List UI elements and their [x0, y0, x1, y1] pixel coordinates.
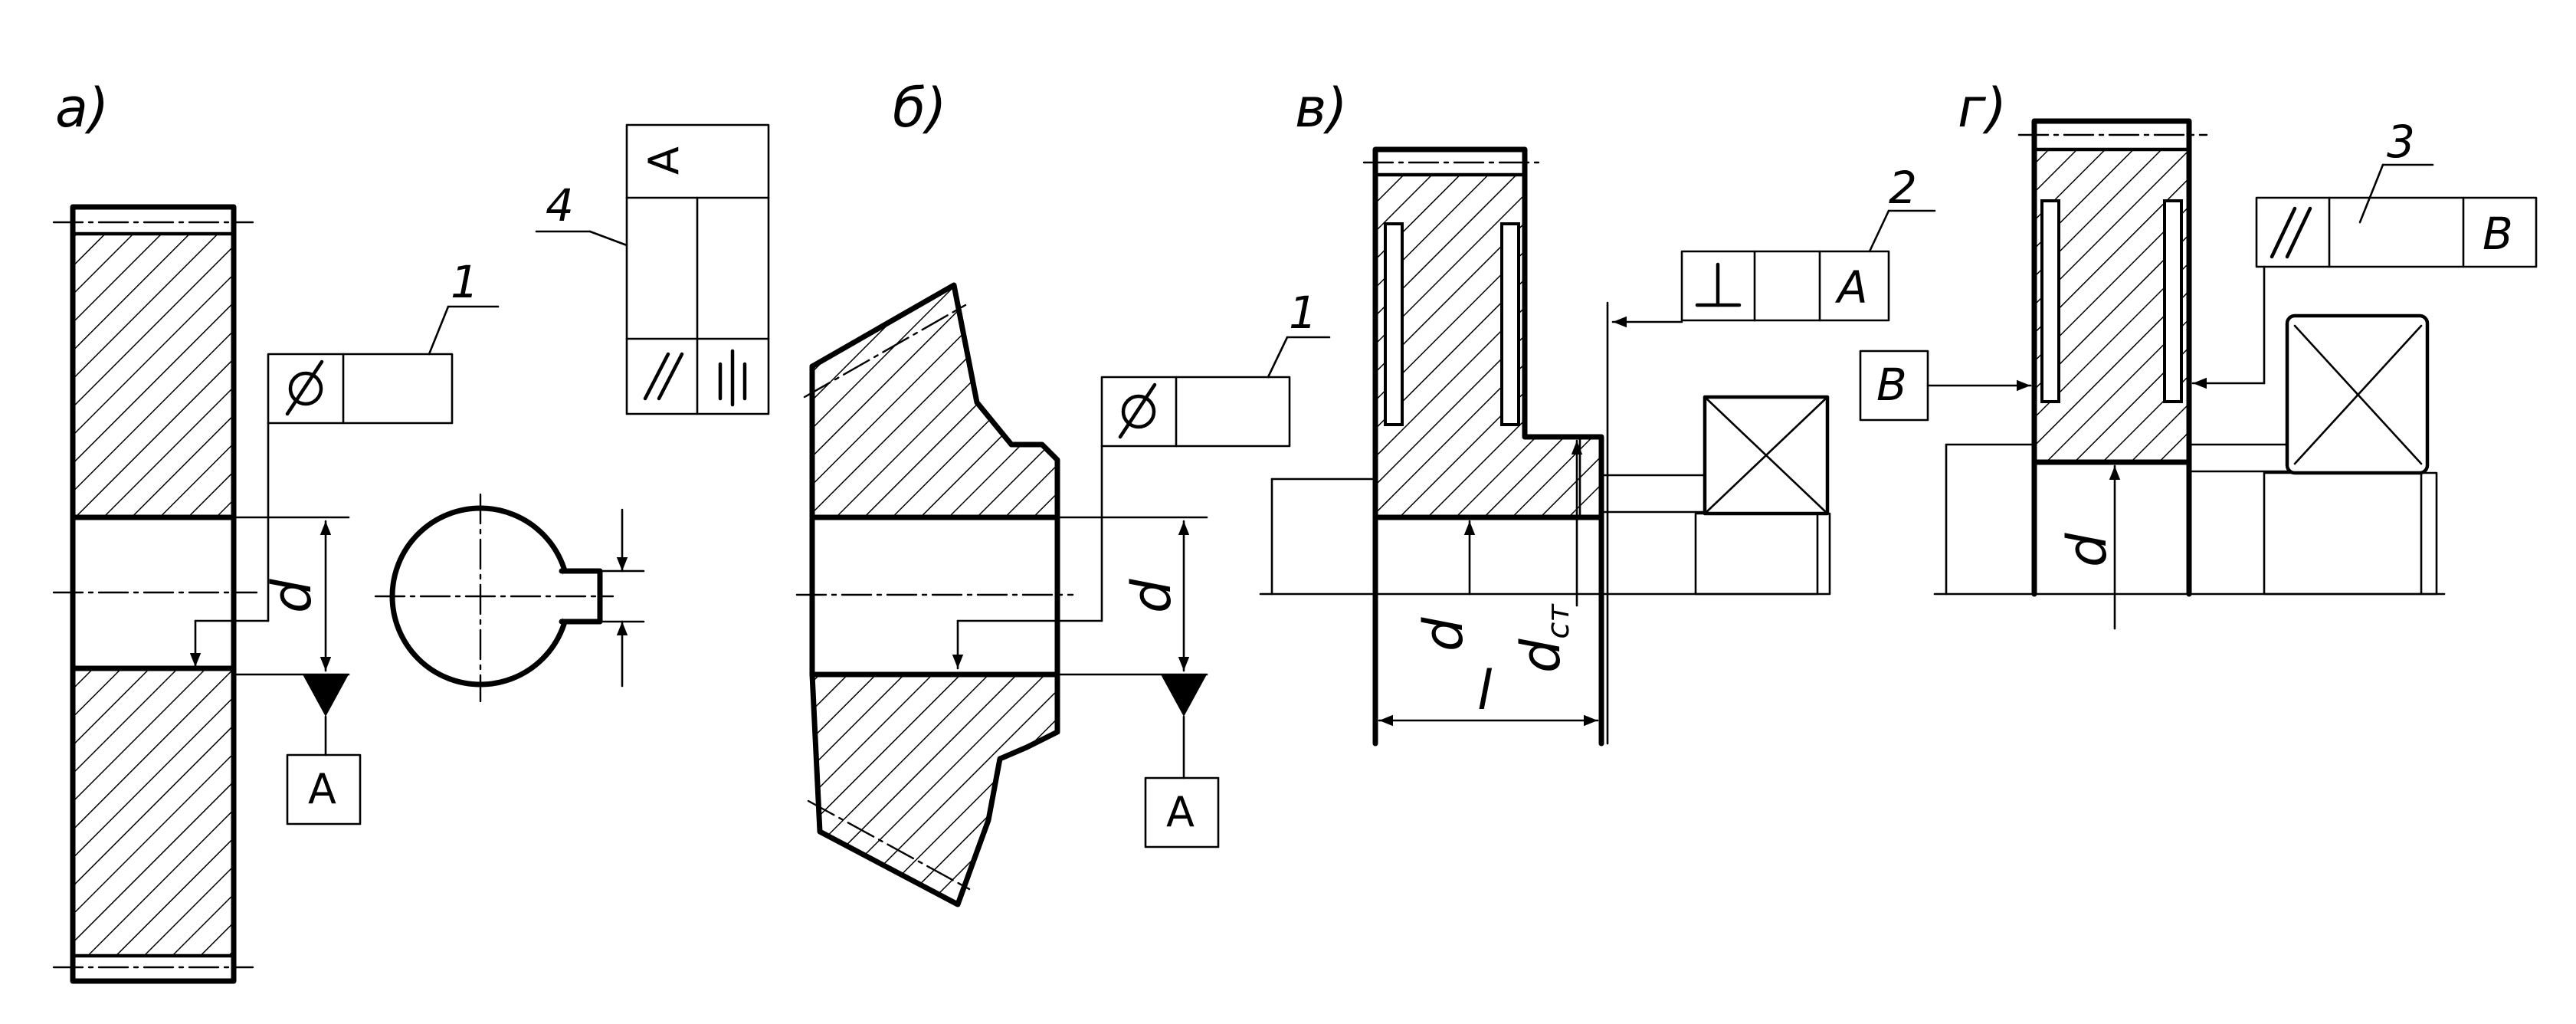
- symmetry-icon: [718, 349, 747, 407]
- view-a: а) d A: [52, 77, 770, 984]
- view-a-frame-datum: A: [640, 146, 688, 175]
- view-v-dim-dst: dст: [1509, 603, 1576, 673]
- view-b-caption: б): [893, 77, 946, 139]
- view-a-dim-d: d: [261, 579, 323, 613]
- view-v-control-frame-2: A 2: [1606, 162, 1936, 745]
- cylindricity-icon: [285, 359, 324, 416]
- view-g-caption: г): [1958, 77, 2007, 139]
- view-a-control-frame-1: 1: [189, 256, 500, 668]
- view-b-callout-1: 1: [1289, 287, 1317, 339]
- view-b-datum-label: A: [1166, 788, 1195, 836]
- view-v: в) d dст: [1259, 77, 1936, 747]
- view-a-datum-a: A: [286, 674, 362, 825]
- view-g-shaft-bearing: [1933, 313, 2446, 596]
- view-a-caption: а): [55, 77, 109, 139]
- parallelism-icon: [2270, 206, 2312, 259]
- view-a-datum-label: A: [308, 765, 336, 813]
- view-v-callout-2: 2: [1889, 162, 1917, 214]
- view-b: б) d A: [795, 77, 1331, 907]
- view-v-caption: в): [1295, 77, 1348, 139]
- view-v-dim-l: l: [1477, 659, 1493, 722]
- view-b-control-frame-1: 1: [952, 287, 1331, 670]
- view-g-frame-datum: B: [2483, 208, 2513, 260]
- view-g-dim-d: d: [2056, 533, 2119, 567]
- view-b-datum-a: A: [1144, 674, 1220, 848]
- view-g: г) d B: [1859, 77, 2538, 630]
- view-a-gear-section: [52, 204, 258, 984]
- perpendicularity-icon: [1695, 262, 1742, 307]
- view-a-callout-1: 1: [451, 256, 479, 308]
- view-g-datum-b: B: [1859, 350, 2032, 422]
- view-a-shaft-section: [374, 493, 645, 703]
- view-b-dim-d: d: [1120, 579, 1183, 613]
- view-g-gear-section: [2017, 118, 2208, 597]
- parallelism-icon: [643, 352, 684, 401]
- view-a-control-frame-4: A 4: [535, 123, 770, 415]
- view-v-frame-datum: A: [1834, 261, 1868, 313]
- view-v-shaft-bearing: [1259, 395, 1831, 596]
- view-v-dim-d: d: [1412, 617, 1475, 651]
- view-g-control-frame-3: B 3: [2191, 116, 2538, 389]
- view-b-bevel-gear-section: [795, 282, 1074, 907]
- view-v-gear-hub-section: [1362, 146, 1604, 747]
- cylindricity-icon: [1118, 382, 1157, 439]
- view-a-callout-4: 4: [546, 179, 574, 231]
- view-g-datum-label: B: [1876, 359, 1907, 411]
- view-g-callout-3: 3: [2387, 116, 2415, 168]
